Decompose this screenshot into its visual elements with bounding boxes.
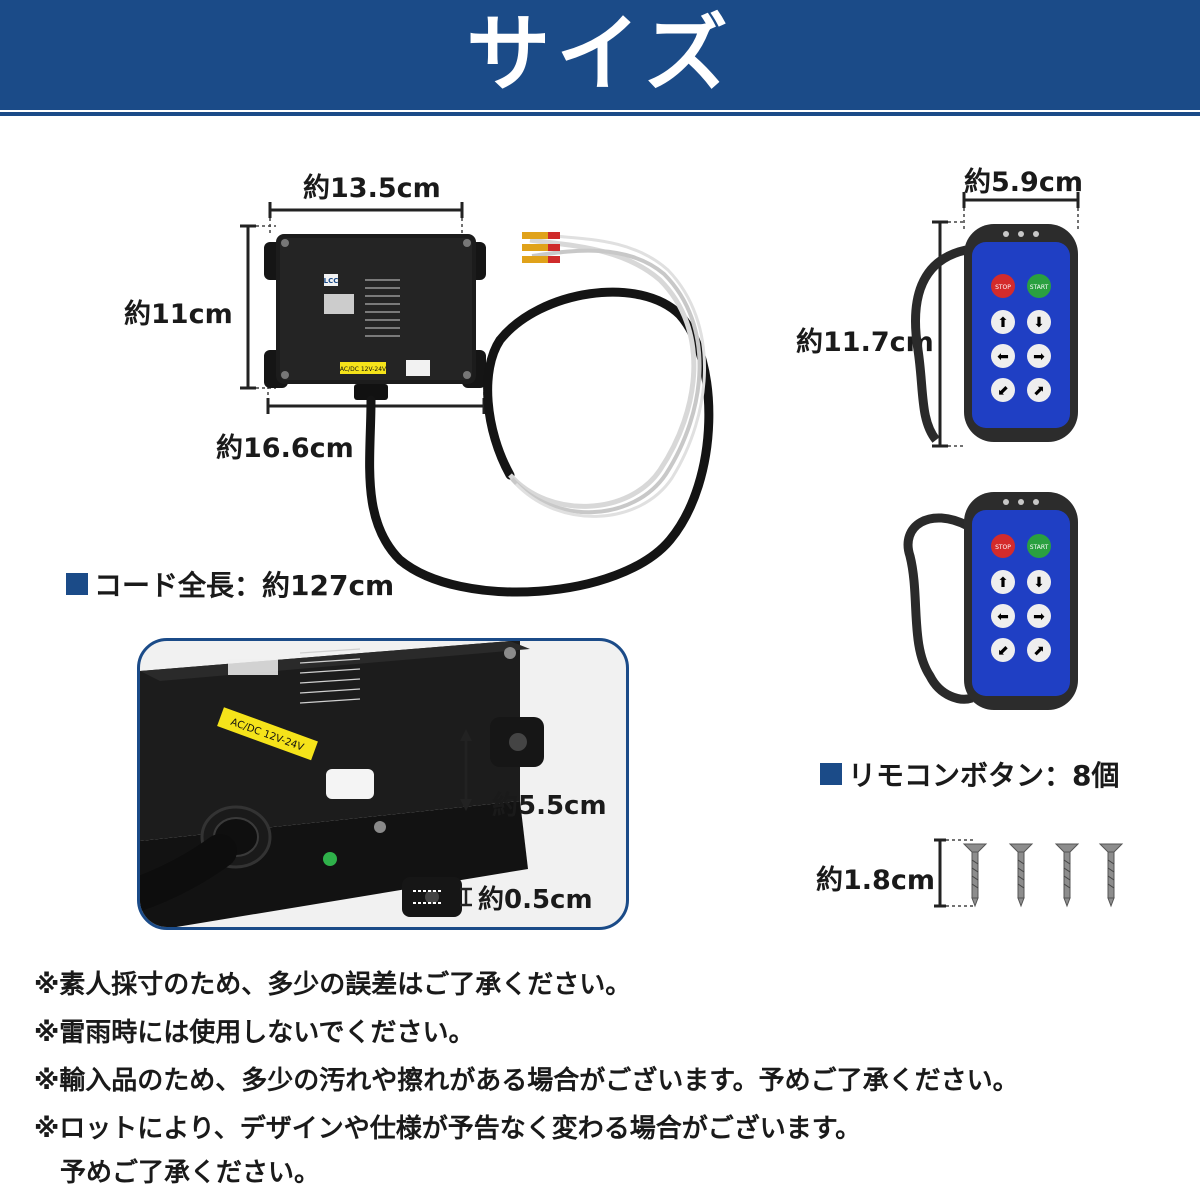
svg-text:➡: ➡	[1033, 609, 1045, 625]
voltage-sticker: AC/DC 12V-24V	[340, 366, 387, 373]
controller-width-label: 約13.5cm	[303, 173, 441, 204]
svg-text:⬅: ⬅	[997, 349, 1009, 365]
remote-height-label: 約11.7cm	[796, 327, 934, 358]
brand-label: LCC	[324, 277, 339, 285]
svg-text:⬆: ⬆	[997, 575, 1009, 591]
screws-illustration	[934, 838, 1124, 908]
inset-depth-label: 約5.5cm	[492, 791, 607, 821]
svg-text:⬋: ⬋	[997, 643, 1009, 659]
controller-height-label: 約11cm	[124, 299, 233, 330]
remote-top-illustration: STOP START ⬆ ⬇ ⬅ ➡ ⬋ ⬈	[911, 192, 1080, 448]
remote-buttons-label: リモコンボタン：8個	[820, 754, 1119, 794]
note-line: 予めご了承ください。	[34, 1158, 321, 1188]
svg-text:⬋: ⬋	[997, 383, 1009, 399]
start-button-label: START	[1030, 284, 1049, 291]
controller-total-width-label: 約16.6cm	[216, 433, 354, 464]
remote-bottom-illustration: STOP START ⬆ ⬇ ⬅ ➡ ⬋ ⬈	[903, 492, 1078, 710]
screw-length-label: 約1.8cm	[816, 865, 935, 896]
svg-text:⬅: ⬅	[997, 609, 1009, 625]
stop-button-label: STOP	[995, 284, 1011, 291]
svg-text:⬈: ⬈	[1033, 383, 1045, 399]
svg-text:➡: ➡	[1033, 349, 1045, 365]
inset-tab-label: 約0.5cm	[478, 885, 593, 915]
start-button-label: START	[1030, 544, 1049, 551]
svg-text:⬆: ⬆	[997, 315, 1009, 331]
bullet-square	[66, 573, 88, 595]
stop-button-label: STOP	[995, 544, 1011, 551]
bullet-square	[820, 763, 842, 785]
header-bar	[0, 0, 1200, 110]
remote-buttons-text: リモコンボタン：8個	[848, 759, 1120, 792]
page-title: サイズ	[466, 5, 734, 103]
inset-illustration: AC/DC 12V-24V	[140, 641, 544, 927]
note-line: ※雷雨時には使用しないでください。	[34, 1018, 475, 1048]
remote-width-label: 約5.9cm	[964, 167, 1083, 198]
svg-text:⬇: ⬇	[1033, 575, 1045, 591]
svg-text:⬈: ⬈	[1033, 643, 1045, 659]
controller-illustration: LCC AC/DC 12V-24V	[240, 202, 714, 597]
cord-length-label: コード全長：約127cm	[66, 564, 394, 604]
note-line: ※ロットにより、デザインや仕様が予告なく変わる場合がございます。	[34, 1114, 862, 1144]
header-underline	[0, 112, 1200, 116]
inset-closeup: AC/DC 12V-24V 約5.5cm 約0.5cm	[137, 638, 629, 930]
note-line: ※素人採寸のため、多少の誤差はご了承ください。	[34, 970, 632, 1000]
cord-length-text: コード全長：約127cm	[94, 569, 395, 602]
svg-text:⬇: ⬇	[1033, 315, 1045, 331]
page-header: サイズ	[0, 0, 1200, 118]
note-line: ※輸入品のため、多少の汚れや擦れがある場合がございます。予めご了承ください。	[34, 1066, 1019, 1096]
